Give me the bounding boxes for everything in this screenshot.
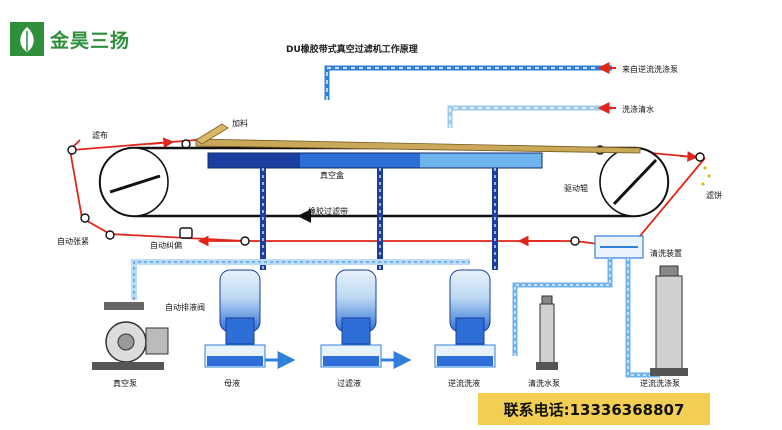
backwash-pump-graphic	[650, 265, 688, 376]
mother-liquor-tank	[204, 269, 266, 368]
label-backwash-liquid: 逆流洗液	[448, 379, 480, 388]
vacuum-manifold	[131, 259, 470, 300]
label-auto-tension: 自动张紧	[57, 237, 89, 246]
cake-particles	[701, 166, 711, 186]
feed-chute	[195, 123, 229, 145]
contact-phone-banner: 联系电话:13336368807	[478, 393, 710, 425]
label-rubber-belt: 橡胶过滤带	[308, 207, 348, 216]
label-cleaning-device: 清洗装置	[650, 249, 682, 258]
brand-logo: 金昊三扬	[10, 22, 130, 56]
wash-return-pipe	[512, 258, 660, 378]
label-from-backwash-pump: 来自逆流洗涤泵	[622, 65, 678, 74]
label-feed: 加料	[232, 119, 248, 128]
vacuum-pump-graphic	[92, 302, 169, 370]
tail-roller	[99, 147, 169, 217]
label-backwash-pump: 逆流洗涤泵	[640, 379, 680, 388]
diagram-title: DU橡胶带式真空过滤机工作原理	[286, 45, 418, 55]
label-filter-cloth: 滤布	[92, 131, 108, 140]
backwash-tank	[434, 269, 496, 368]
vacuum-downpipes	[260, 168, 498, 270]
label-drive-roller: 驱动辊	[564, 184, 588, 193]
label-vacuum-box: 真空盒	[320, 171, 344, 180]
label-auto-drain-valve: 自动排液阀	[165, 303, 205, 312]
label-vacuum-pump: 真空泵	[113, 379, 137, 388]
label-auto-correction: 自动纠偏	[150, 241, 182, 250]
leaf-logo-icon	[10, 22, 44, 56]
label-wash-water-pump: 清洗水泵	[528, 379, 560, 388]
label-mother-liquor: 母液	[224, 379, 240, 388]
cleaning-device	[594, 235, 644, 259]
wash-water-pipe	[447, 102, 616, 128]
wash-water-pump-graphic	[536, 295, 558, 370]
filtrate-tank	[320, 269, 382, 368]
label-filtrate: 过滤液	[337, 379, 361, 388]
filter-cake	[195, 138, 641, 154]
brand-name: 金昊三扬	[50, 29, 131, 52]
vacuum-box	[207, 152, 543, 169]
backwash-inlet-pipe	[324, 62, 616, 100]
drive-roller	[599, 147, 669, 217]
label-wash-water: 洗涤清水	[622, 105, 654, 114]
label-discharge-cake: 滤饼	[706, 191, 722, 200]
